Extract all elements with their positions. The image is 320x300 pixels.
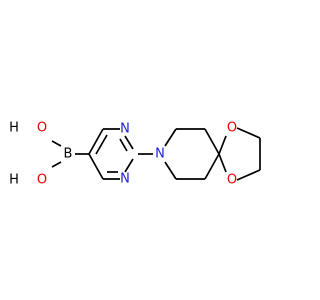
piperidine-n: N (155, 147, 165, 162)
hydroxyl-o-top: O (37, 121, 47, 136)
dioxolane-o-bottom: O (227, 173, 237, 188)
bond-c2-n1 (124, 158, 134, 173)
bond-spiro-c-bottomright (204, 153, 220, 180)
bond-o-top-ch2 (236, 127, 261, 139)
bond-c-topright-spiro (204, 128, 220, 155)
pyrimidine-n-top: N (120, 122, 130, 137)
bond-n3-c2-inner (119, 138, 128, 152)
bond-b-o-top (51, 140, 62, 147)
atom-labels: H O B H O N N N O O (9, 121, 237, 188)
dioxolane-o-top: O (227, 121, 237, 136)
bond-n3-c2 (124, 135, 134, 150)
boron-atom: B (64, 147, 73, 162)
structure-diagram: H O B H O N N N O O (9, 121, 261, 188)
bonds (51, 127, 261, 181)
bond-spiro-o-top (218, 135, 227, 155)
bond-c5-c4 (88, 128, 104, 155)
bond-c6-c5 (88, 153, 104, 180)
hydroxyl-h-top: H (9, 121, 19, 136)
bond-ch2-o-bottom (236, 169, 261, 181)
bond-c5-c4-inner (95, 134, 108, 155)
bond-c-bottom-npip (164, 161, 177, 180)
pyrimidine-n-bottom: N (120, 172, 130, 187)
hydroxyl-o-bottom: O (37, 173, 47, 188)
bond-npip-c-top (164, 128, 177, 147)
bond-b-o-bottom (51, 161, 62, 168)
bond-o-bottom-spiro (218, 153, 227, 173)
hydroxyl-h-bottom: H (9, 173, 19, 188)
